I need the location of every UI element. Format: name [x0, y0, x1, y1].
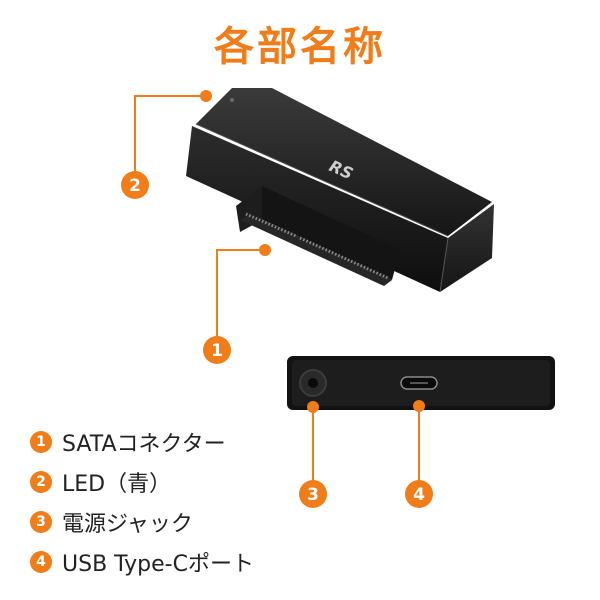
callout-dot-1 [259, 244, 271, 256]
legend-label: USB Type-Cポート [62, 552, 254, 577]
legend-label: LED（青） [62, 472, 172, 497]
callout-badge-4: 4 [405, 480, 433, 508]
sata-adapter-device: RS [186, 88, 494, 293]
legend-item-led: 2 LED（青） [30, 462, 254, 502]
callout-line-2 [134, 95, 206, 185]
legend-number-badge: 2 [30, 471, 52, 493]
adapter-end-view [287, 356, 555, 410]
callout-badge-1: 1 [203, 336, 231, 364]
callout-line-1 [216, 249, 265, 350]
callout-badge-2: 2 [121, 171, 149, 199]
legend-number-badge: 1 [30, 431, 52, 453]
legend-item-sata-connector: 1 SATAコネクター [30, 422, 254, 462]
callout-dot-4 [413, 400, 425, 412]
parts-legend: 1 SATAコネクター 2 LED（青） 3 電源ジャック 4 USB Type… [30, 422, 254, 582]
svg-text:2: 2 [129, 176, 141, 196]
legend-item-usb-c-port: 4 USB Type-Cポート [30, 542, 254, 582]
svg-text:3: 3 [307, 485, 319, 505]
legend-label: 電源ジャック [62, 512, 193, 537]
legend-number-badge: 3 [30, 511, 52, 533]
led-indicator [230, 98, 234, 102]
svg-text:4: 4 [413, 485, 425, 505]
sata-connector [236, 186, 400, 286]
legend-number-badge: 4 [30, 551, 52, 573]
callout-badge-3: 3 [299, 480, 327, 508]
legend-label: SATAコネクター [62, 432, 226, 457]
svg-text:1: 1 [211, 341, 223, 361]
callout-dot-3 [307, 401, 319, 413]
page-title: 各部名称 [214, 24, 386, 70]
legend-item-power-jack: 3 電源ジャック [30, 502, 254, 542]
callout-dot-2 [200, 90, 212, 102]
